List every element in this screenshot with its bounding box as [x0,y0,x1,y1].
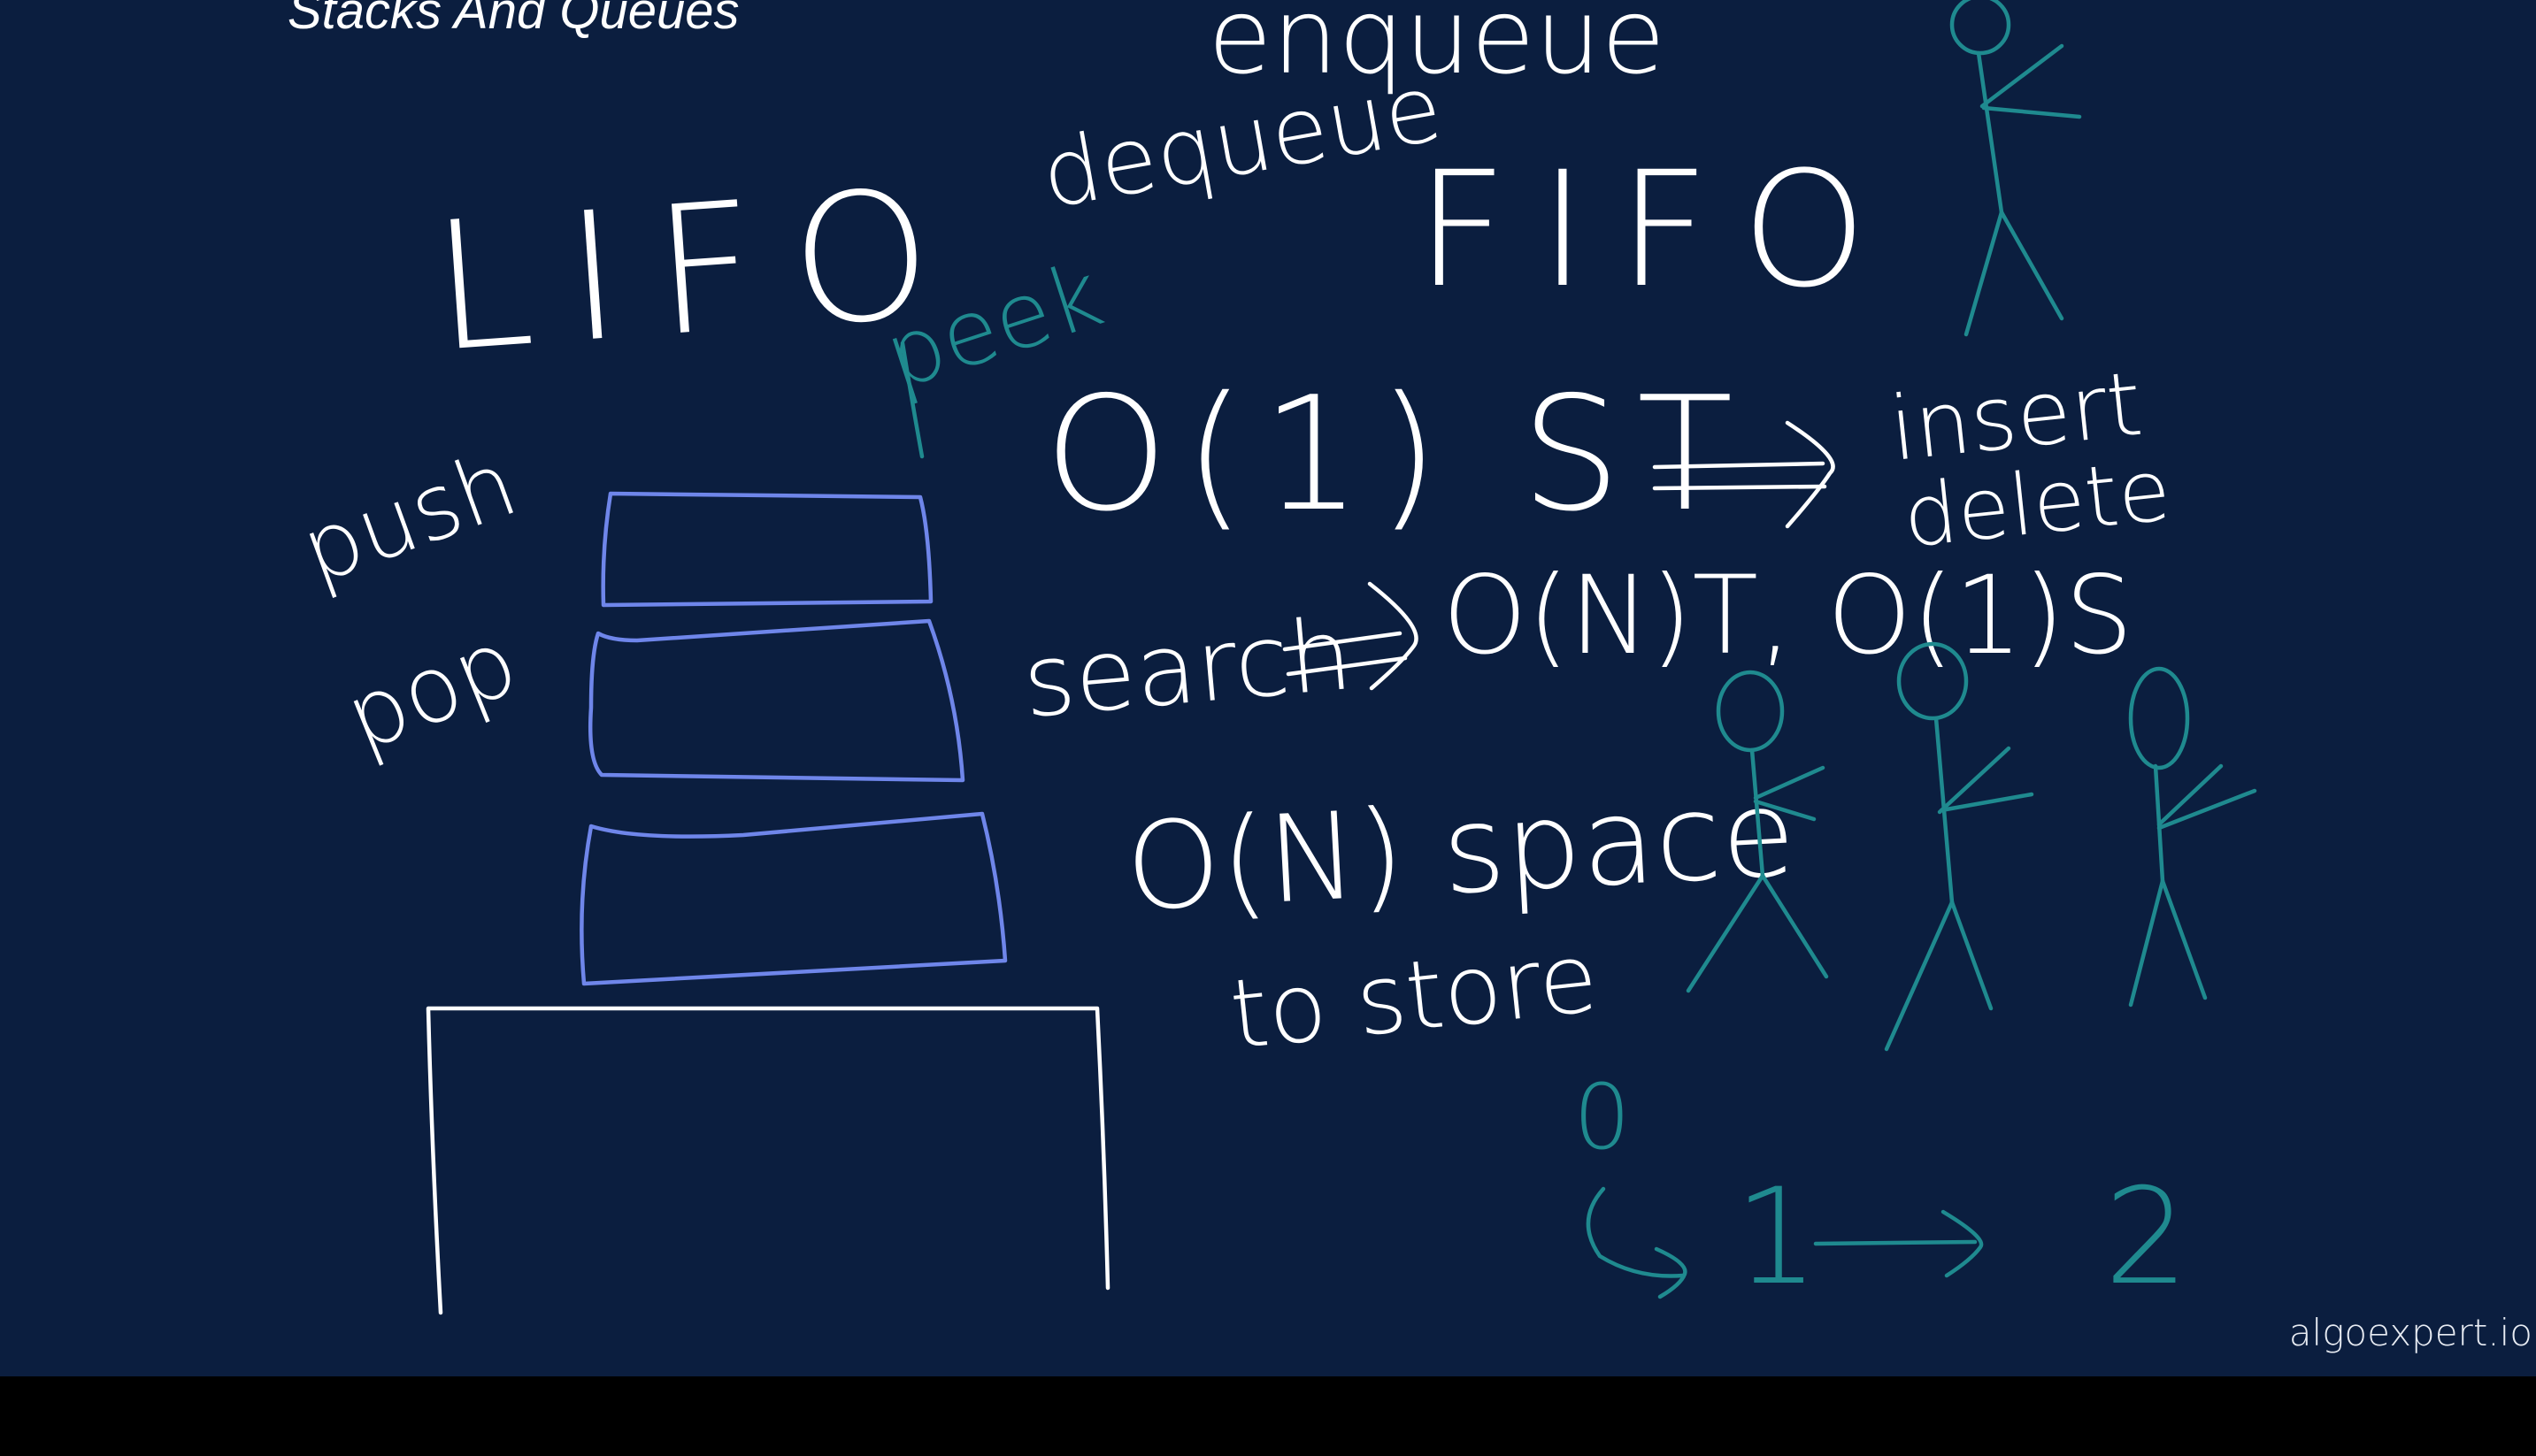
stack-item-middle [588,618,965,783]
push-label: push [288,431,530,604]
stack-container [426,1006,1110,1315]
implies-arrow-insert [1652,420,1835,529]
queue-index-one: 1 [1734,1161,1818,1314]
to-store-label: to store [1226,923,1603,1071]
space-complexity: O(N) space [1122,764,1798,939]
search-complexity: O(N)T, O(1)S [1442,553,2133,678]
queue-arrow-1-to-2 [1813,1209,1984,1278]
stick-figure-queue-2 [1884,641,2034,1052]
handwritten-drawing: enqueue dequeue LIFO FIFO peek push pop … [288,0,2257,1315]
watermark-logo: algoexpert.io [2288,1311,2532,1354]
stick-figure-top [1949,0,2082,337]
fifo-label: FIFO [1416,138,1899,323]
stack-item-bottom [580,811,1008,986]
queue-arrow-0-to-1 [1586,1186,1687,1299]
whiteboard-canvas: Stacks And Queues enqueue dequeue LIFO F… [0,0,2536,1376]
peek-pointer-line [900,341,925,459]
stack-item-top [601,491,934,608]
lifo-label: LIFO [427,149,973,391]
video-letterbox-bar [0,1376,2536,1456]
implies-arrow-search [1282,581,1418,691]
slide-title: Stacks And Queues [288,0,740,40]
pop-label: pop [331,608,532,772]
stack-diagram [426,491,1110,1315]
time-space-complexity: O(1) ST [1044,363,1749,546]
search-label: search [1018,597,1356,740]
stick-figure-queue-1 [1686,670,1829,993]
queue-index-zero: 0 [1573,1065,1631,1170]
enqueue-label: enqueue [1208,0,1665,97]
queue-index-two: 2 [2104,1161,2188,1314]
stick-figure-queue-3 [2128,666,2257,1008]
